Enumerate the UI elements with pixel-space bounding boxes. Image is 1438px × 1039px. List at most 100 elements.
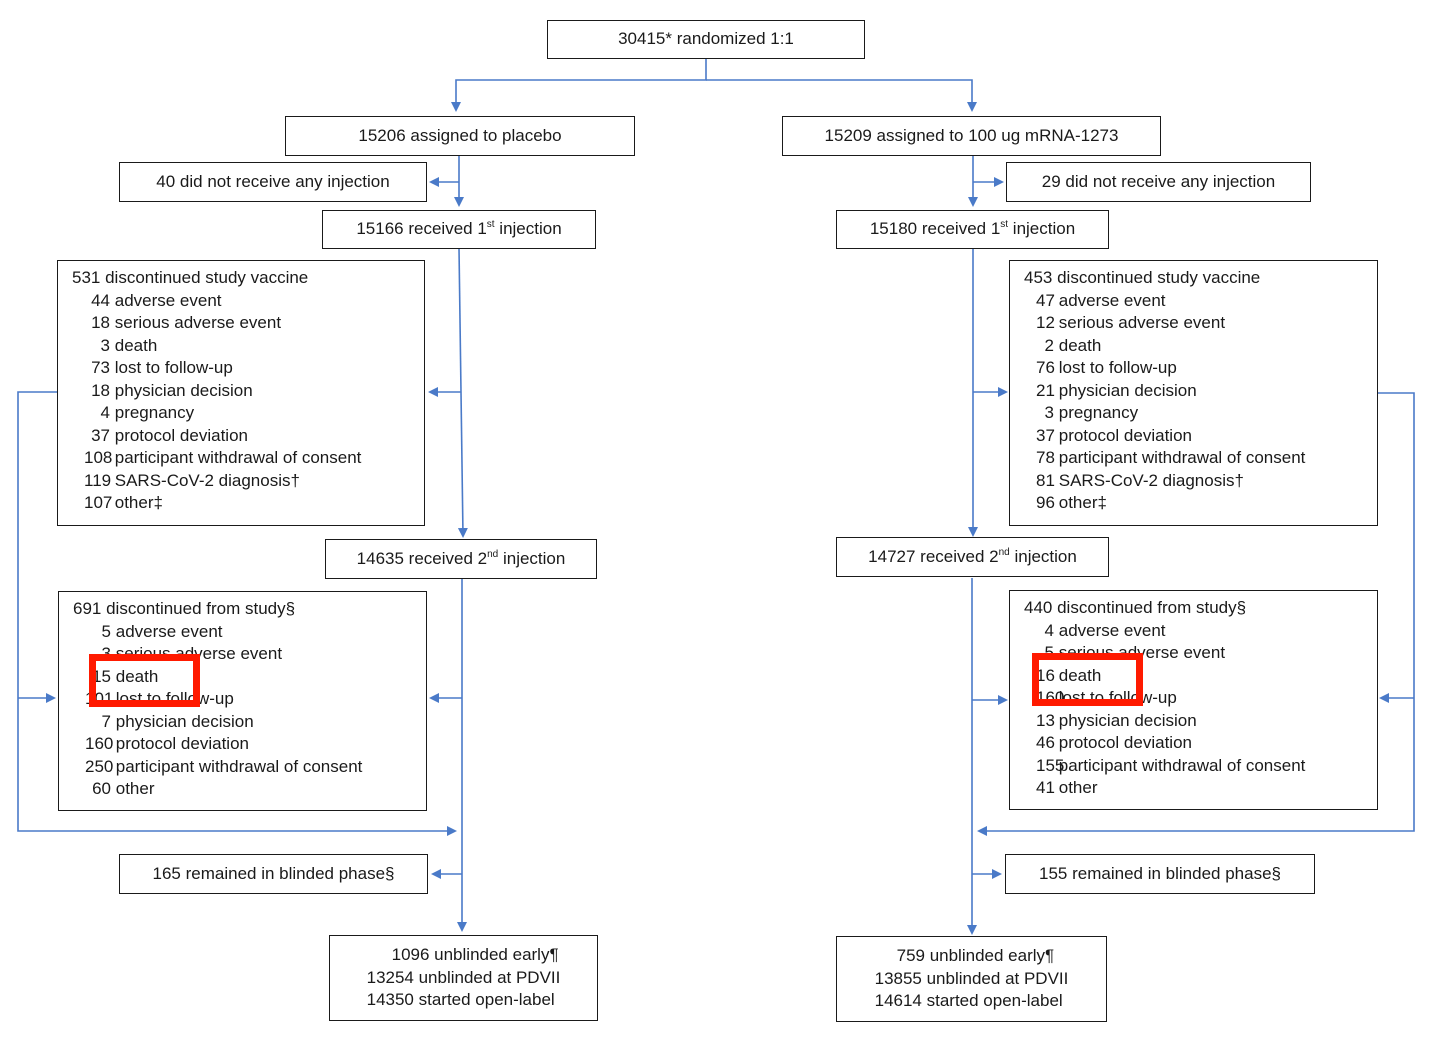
vaccine-ds-item-count: 155 [1036, 755, 1065, 775]
placebo-dv-item-label: physician decision [114, 380, 253, 400]
randomized-box: 30415* randomized 1:1 [547, 20, 865, 59]
placebo-no-injection-text: 40 did not receive any injection [156, 171, 390, 191]
vaccine-dv-item-count: 76 [1036, 358, 1055, 377]
placebo-dv-item-label: participant withdrawal of consent [114, 448, 362, 467]
placebo-ds-item-count: 250 [85, 756, 114, 776]
vaccine-assigned-text: 15209 assigned to 100 ug mRNA-1273 [824, 125, 1119, 145]
vaccine-dv-item: 3 pregnancy [1024, 402, 1367, 425]
vaccine-ds-item-label: participant withdrawal of consent [1058, 755, 1306, 775]
vaccine-first-injection-text: 15180 received 1st injection [869, 219, 1076, 239]
vaccine-dv-item-count: 78 [1036, 448, 1055, 467]
vaccine-dv-item-count: 96 [1036, 493, 1055, 512]
placebo-ds-item-label: adverse event [115, 621, 223, 641]
vaccine-dv-item-label: physician decision [1058, 380, 1197, 400]
placebo-dv-title: 531 discontinued study vaccine [72, 268, 309, 287]
vaccine-ds-item-count: 4 [1044, 620, 1054, 640]
placebo-dv-item-count: 73 [91, 358, 110, 377]
vaccine-ds-item-label: other [1058, 778, 1098, 797]
placebo-dv-item: 44 adverse event [72, 290, 414, 313]
placebo-dv-item-label: death [114, 335, 158, 355]
randomized-text: 30415* randomized 1:1 [618, 29, 794, 49]
placebo-ds-item-count: 160 [85, 734, 114, 753]
placebo-ds-item-label: participant withdrawal of consent [115, 756, 363, 776]
placebo-ds-item-label: death [115, 666, 159, 686]
placebo-ds-item-count: 5 [101, 621, 111, 641]
vaccine-ds-item-count: 46 [1036, 733, 1055, 752]
placebo-blinded-box: 165 remained in blinded phase§ [119, 854, 428, 894]
vaccine-ds-item: 41 other [1024, 777, 1367, 800]
vaccine-dv-item: 81 SARS-CoV-2 diagnosis† [1024, 470, 1367, 493]
vaccine-final-line: 759 unblinded early¶ [896, 946, 1055, 966]
placebo-ds-item-count: 15 [92, 666, 111, 686]
placebo-dv-item: 73 lost to follow-up [72, 357, 414, 380]
vaccine-ds-item: 16 death [1024, 665, 1367, 688]
placebo-dv-item-label: other‡ [114, 493, 163, 512]
vaccine-ds-item: 13 physician decision [1024, 710, 1367, 733]
placebo-dv-item-label: adverse event [114, 290, 222, 310]
vaccine-ds-item-label: death [1058, 665, 1102, 685]
vaccine-dv-item: 76 lost to follow-up [1024, 357, 1367, 380]
placebo-no-injection-box: 40 did not receive any injection [119, 162, 427, 202]
vaccine-ds-item-label: physician decision [1058, 710, 1197, 730]
placebo-dv-item: 108 participant withdrawal of consent [72, 447, 414, 470]
placebo-dv-item: 4 pregnancy [72, 402, 414, 425]
vaccine-dv-item-count: 3 [1044, 403, 1054, 422]
placebo-dv-item-count: 18 [91, 313, 110, 332]
placebo-dv-item: 119 SARS-CoV-2 diagnosis† [72, 470, 414, 493]
vaccine-dv-item: 37 protocol deviation [1024, 425, 1367, 448]
placebo-dv-item-label: protocol deviation [114, 425, 248, 445]
vaccine-dv-item: 12 serious adverse event [1024, 312, 1367, 335]
vaccine-dv-item-label: serious adverse event [1058, 313, 1226, 332]
vaccine-dv-item-label: adverse event [1058, 290, 1166, 310]
placebo-ds-item-label: other [115, 779, 155, 798]
placebo-dv-item-count: 18 [91, 380, 110, 400]
vaccine-ds-item-count: 16 [1036, 665, 1055, 685]
vaccine-dv-item-label: lost to follow-up [1058, 358, 1177, 377]
vaccine-ds-item-label: protocol deviation [1058, 733, 1192, 752]
placebo-final-line: 14350 started open-label [366, 990, 555, 1010]
vaccine-dv-item-count: 21 [1036, 380, 1055, 400]
vaccine-dv-item-count: 81 [1036, 470, 1055, 490]
vaccine-second-injection-text: 14727 received 2nd injection [868, 546, 1077, 566]
vaccine-dv-item: 78 participant withdrawal of consent [1024, 447, 1367, 470]
vaccine-final-line: 13855 unblinded at PDVII [874, 968, 1069, 988]
placebo-dv-item-count: 37 [91, 425, 110, 445]
vaccine-no-injection-box: 29 did not receive any injection [1006, 162, 1311, 202]
placebo-dv-item-count: 107 [84, 493, 113, 512]
highlight-box-placebo-death [89, 654, 200, 707]
placebo-dv-item: 18 serious adverse event [72, 312, 414, 335]
vaccine-dv-item-label: pregnancy [1058, 403, 1139, 422]
vaccine-assigned-box: 15209 assigned to 100 ug mRNA-1273 [782, 116, 1161, 156]
vaccine-first-injection-box: 15180 received 1st injection [836, 210, 1109, 249]
vaccine-final-line: 14614 started open-label [874, 991, 1063, 1011]
placebo-dv-item-label: pregnancy [114, 403, 195, 422]
placebo-dv-item-label: serious adverse event [114, 313, 282, 332]
vaccine-dv-item-label: SARS-CoV-2 diagnosis† [1058, 470, 1244, 490]
highlight-box-vaccine-death [1032, 653, 1143, 706]
placebo-ds-item: 7 physician decision [73, 711, 416, 734]
vaccine-final-box: 759 unblinded early¶ 13855 unblinded at … [836, 936, 1107, 1022]
vaccine-ds-title: 440 discontinued from study§ [1024, 598, 1247, 617]
vaccine-dv-item-label: death [1058, 335, 1102, 355]
vaccine-ds-item-count: 5 [1044, 643, 1054, 662]
vaccine-ds-item-count: 13 [1036, 710, 1055, 730]
vaccine-dv-item-label: protocol deviation [1058, 425, 1192, 445]
placebo-dv-item-count: 44 [91, 290, 110, 310]
placebo-first-injection-text: 15166 received 1st injection [356, 219, 562, 239]
vaccine-dv-item-label: other‡ [1058, 493, 1107, 512]
vaccine-dv-item-count: 12 [1036, 313, 1055, 332]
placebo-dv-item: 18 physician decision [72, 380, 414, 403]
placebo-dv-item: 107 other‡ [72, 492, 414, 515]
placebo-ds-item-count: 7 [101, 711, 111, 731]
vaccine-discontinued-vaccine-box: 453 discontinued study vaccine 47 advers… [1009, 260, 1378, 526]
placebo-first-injection-box: 15166 received 1st injection [322, 210, 596, 249]
placebo-discontinued-vaccine-box: 531 discontinued study vaccine 44 advers… [57, 260, 425, 526]
placebo-final-line: 13254 unblinded at PDVII [366, 967, 561, 987]
vaccine-dv-item-count: 2 [1044, 335, 1054, 355]
vaccine-dv-item-count: 47 [1036, 290, 1055, 310]
placebo-discontinued-study-box: 691 discontinued from study§ 5 adverse e… [58, 591, 427, 811]
placebo-assigned-box: 15206 assigned to placebo [285, 116, 635, 156]
vaccine-blinded-text: 155 remained in blinded phase§ [1039, 863, 1281, 883]
placebo-ds-item: 250 participant withdrawal of consent [73, 756, 416, 779]
